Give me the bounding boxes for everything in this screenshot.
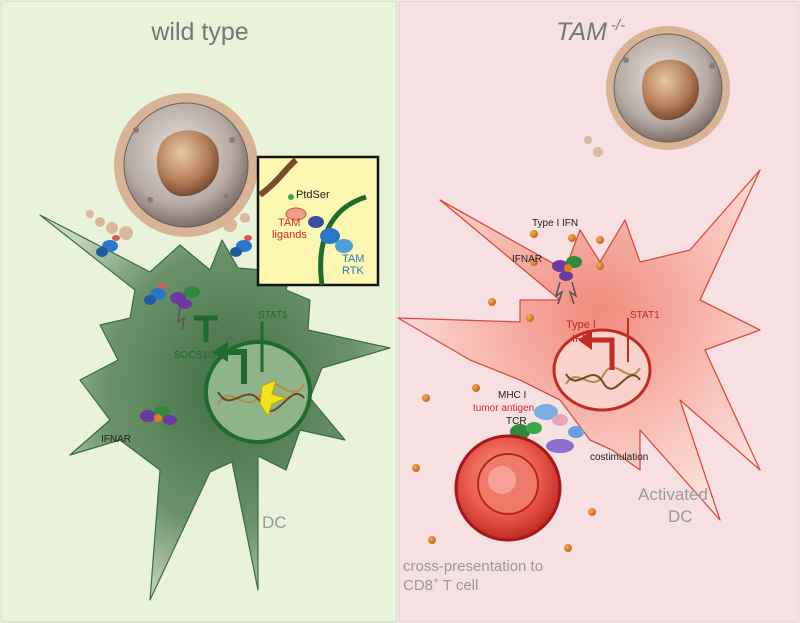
wild-type-ifnar-receptor-icon [170,286,200,331]
apoptotic-cell-left [86,93,258,240]
wild-type-nucleus [204,340,312,444]
yellow-repressor-icon [259,379,288,418]
socs-arrow-head [212,342,228,362]
cd8-t-cell [454,434,562,542]
lower-ifnar-receptor-icon [140,406,177,425]
dc-label-left: DC [262,513,287,532]
left-panel-title: wild type [150,18,248,46]
socs-label: SOCS1/3 [174,350,217,361]
mhc-label: MHC I [498,390,526,401]
cross-presentation-label-line1: cross-presentation to [403,558,543,575]
right-title-sup: -/- [611,17,625,34]
tam-rtk-label-line2: RTK [342,265,364,277]
type1-ifn-nucleus-label-line2: IFN [572,333,590,345]
type1-ifn-arrow-head [578,330,592,350]
t-cell-text: T cell [439,577,478,594]
tam-receptor-icon-2 [96,235,120,257]
ifnar-label-left: IFNAR [101,434,131,445]
ptdser-label: PtdSer [296,189,330,201]
type-i-ifn-particles [412,230,604,552]
tam-ligands-label-line1: TAM [278,217,300,229]
tam-knockout-ifnar-receptor-icon [552,256,582,305]
stat1-label-right: STAT1 [630,310,660,321]
tam-receptor-icon-1 [144,283,166,305]
tam-ligands-label-line2: ligands [272,229,307,241]
apoptotic-cell-right [584,26,730,157]
right-title-main: TAM [556,18,607,46]
tam-knockout-dna-icon [565,366,641,390]
cd8-superscript: + [433,576,439,587]
socs-inhibition-bar [194,315,218,342]
type1-ifn-induction-arrow [590,337,615,370]
activated-dc-label-line1: Activated [638,485,708,504]
tam-ligand-inset [256,155,380,287]
tumor-antigen-label: tumor antigen [473,403,534,414]
tam-receptor-icon-3 [230,235,252,257]
ifnar-label-right: IFNAR [512,254,542,265]
socs-induction-arrow [224,349,247,384]
costimulation-label: costimulation [590,452,648,463]
tcr-label: TCR [506,416,527,427]
cd8-text: CD8 [403,577,433,594]
tam-knockout-nucleus [552,328,652,412]
stat1-label-left: STAT1 [258,310,288,321]
tam-rtk-label-line1: TAM [342,253,364,265]
type1-ifn-nucleus-label-line1: Type I [566,319,596,331]
type1-ifn-label: Type I IFN [532,218,578,229]
activated-dc-label-line2: DC [668,507,693,526]
cross-presentation-label-line2: CD8+ T cell [403,576,478,594]
right-panel-title: TAM -/- [556,17,625,46]
